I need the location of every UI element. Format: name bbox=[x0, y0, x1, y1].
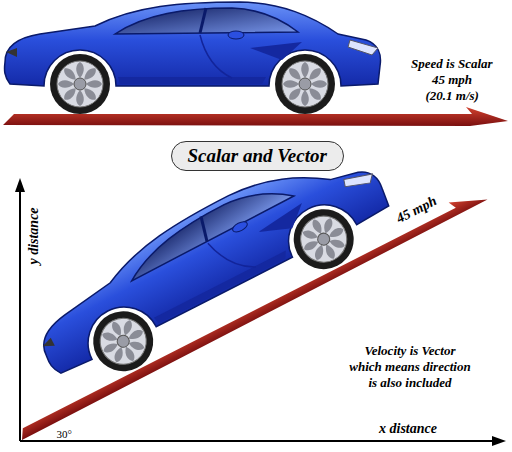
axis-label: x distance bbox=[379, 420, 437, 438]
x-axis bbox=[20, 440, 494, 442]
speed-note: Speed is Scalar bbox=[411, 56, 493, 72]
velocity-note: Velocity is Vector which means direction… bbox=[348, 343, 472, 391]
speed-value: 45 mph bbox=[432, 72, 472, 88]
axis-label: y distance bbox=[24, 207, 42, 264]
title-pill: Scalar and Vector bbox=[171, 141, 344, 171]
car bbox=[5, 2, 381, 114]
axis-head bbox=[492, 436, 506, 446]
y-axis bbox=[19, 190, 21, 441]
angle-label: 30° bbox=[57, 427, 72, 441]
velocity-group bbox=[0, 92, 489, 440]
car bbox=[19, 132, 405, 402]
axis-head bbox=[15, 178, 25, 192]
speed-value: (20.1 m/s) bbox=[426, 88, 479, 104]
